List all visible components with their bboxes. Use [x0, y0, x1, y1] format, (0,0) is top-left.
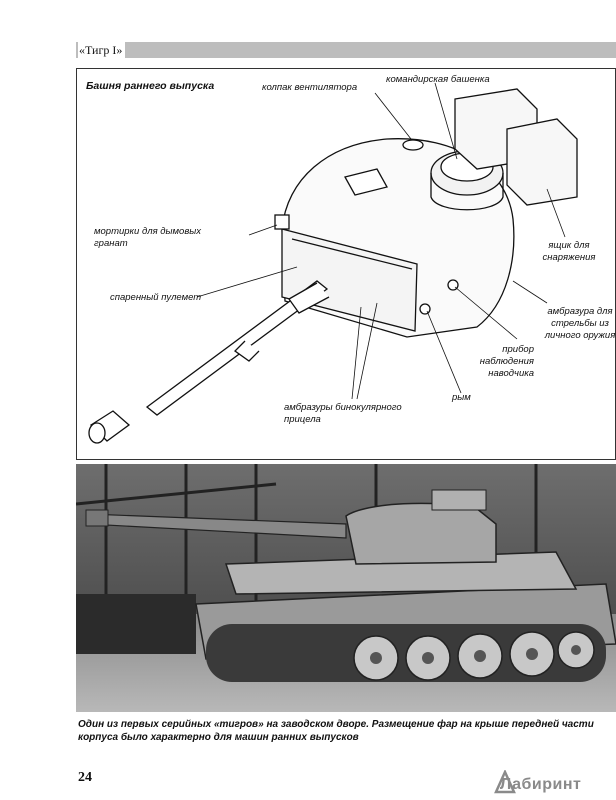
turret-diagram — [76, 68, 616, 460]
header-bar — [76, 42, 616, 58]
turret-drawing — [88, 82, 578, 444]
label-binocular-sight-ports: амбразуры бинокулярного прицела — [284, 402, 402, 425]
gun-mantlet — [281, 228, 418, 332]
fan-cap — [402, 139, 424, 151]
gun-barrel — [145, 280, 329, 416]
tank-turret — [345, 502, 497, 565]
labirint-logo-icon — [494, 770, 516, 794]
label-gunner-sight: прибор наблюдения наводчика — [479, 344, 534, 379]
photo-caption: Один из первых серийных «тигров» на заво… — [78, 719, 594, 743]
label-coaxial-mg: спаренный пулемет — [110, 292, 202, 303]
label-stowage-box: ящик для снаряжения — [542, 240, 596, 263]
label-commander-cupola: командирская башенка — [386, 74, 490, 85]
figure-title: Башня раннего выпуска — [86, 80, 215, 92]
label-smoke-launchers: мортирки для дымовых гранат — [94, 226, 202, 249]
page-number: 24 — [78, 770, 92, 785]
label-lifting-eye: рым — [452, 392, 471, 403]
tank-photo — [76, 464, 616, 712]
running-title: «Тигр I» — [78, 42, 126, 58]
label-fan-cap: колпак вентилятора — [262, 82, 358, 93]
watermark: Лабиринт — [500, 776, 582, 793]
label-pistol-port: амбразура для стрельбы из личного оружия — [544, 306, 616, 341]
smoke-launchers — [274, 214, 290, 230]
